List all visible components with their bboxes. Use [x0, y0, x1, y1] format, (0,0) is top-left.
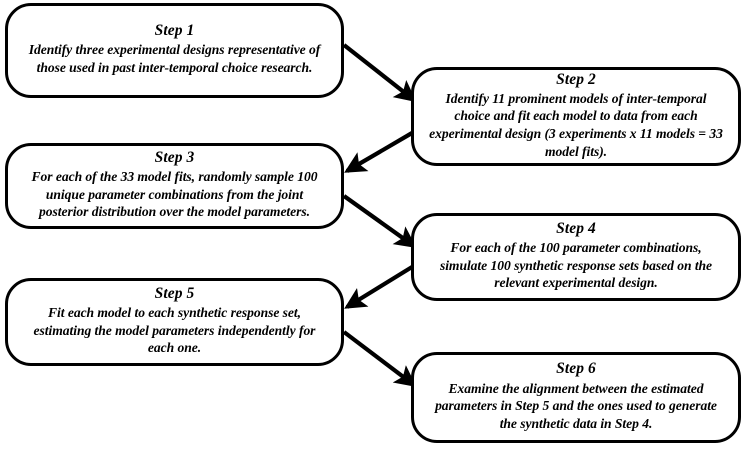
arrow-step2-to-step3	[344, 131, 414, 173]
arrow-step5-to-step6	[342, 330, 417, 388]
step-5-title: Step 5	[154, 284, 195, 302]
step-box-6: Step 6 Examine the alignment between the…	[411, 352, 741, 443]
step-box-3: Step 3 For each of the 33 model fits, ra…	[5, 143, 344, 229]
step-4-title: Step 4	[556, 219, 596, 237]
step-1-body: Identify three experimental designs repr…	[28, 42, 321, 76]
arrow-step1-to-step2	[342, 43, 417, 103]
arrow-step3-to-step4	[342, 194, 417, 248]
step-box-4: Step 4 For each of the 100 parameter com…	[411, 213, 741, 301]
arrow-step4-to-step5	[344, 265, 414, 309]
step-box-1: Step 1 Identify three experimental desig…	[5, 3, 344, 98]
step-2-title: Step 2	[556, 70, 596, 88]
step-6-body: Examine the alignment between the estima…	[435, 380, 717, 431]
step-3-title: Step 3	[154, 148, 195, 166]
step-3-body: For each of the 33 model fits, randomly …	[31, 169, 318, 220]
step-box-5: Step 5 Fit each model to each synthetic …	[5, 278, 344, 366]
step-6-title: Step 6	[556, 360, 596, 378]
step-2-body: Identify 11 prominent models of inter-te…	[429, 90, 723, 159]
step-box-2: Step 2 Identify 11 prominent models of i…	[411, 67, 741, 166]
step-4-body: For each of the 100 parameter combinatio…	[439, 240, 713, 291]
step-1-title: Step 1	[154, 22, 195, 40]
step-5-body: Fit each model to each synthetic respons…	[33, 305, 316, 356]
